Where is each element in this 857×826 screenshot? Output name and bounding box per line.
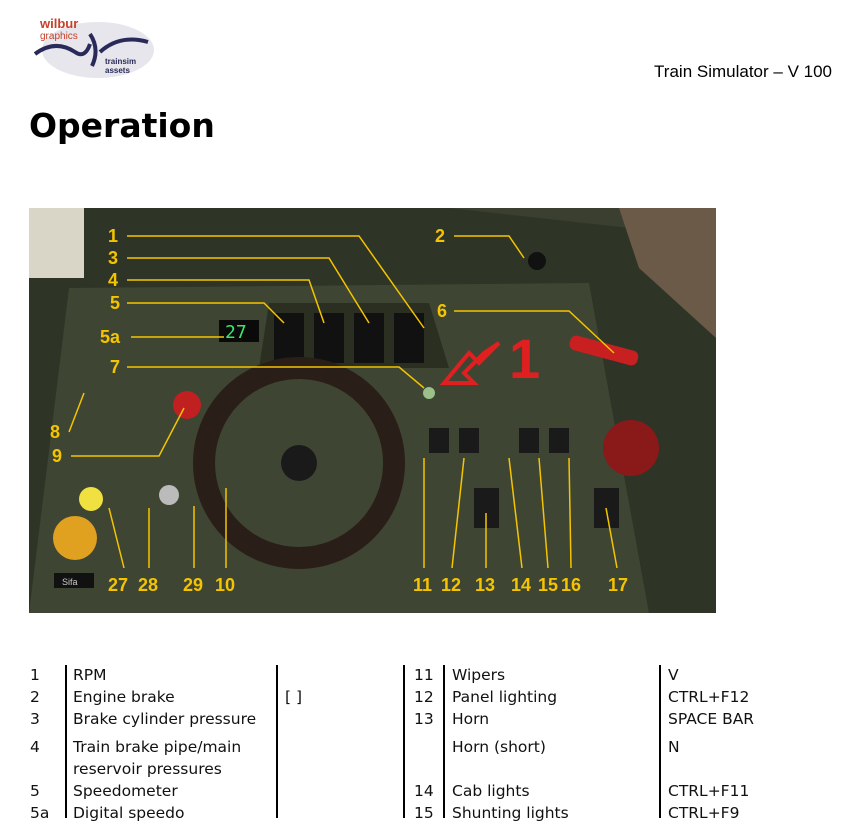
table-divider (403, 665, 405, 818)
item-number: 12 (414, 688, 434, 706)
logo-text: graphics (40, 31, 78, 42)
arrow-number: 1 (509, 327, 540, 390)
item-name: Shunting lights (452, 804, 569, 822)
item-key: N (668, 738, 680, 756)
callout-label: 15 (538, 575, 558, 595)
item-number: 13 (414, 710, 434, 728)
item-name: Engine brake (73, 688, 175, 706)
item-name: Horn (short) (452, 738, 546, 756)
item-number: 5a (30, 804, 50, 822)
digital-speedo-readout: 27 (225, 322, 247, 343)
table-divider (65, 665, 67, 818)
callout-label: 7 (110, 357, 120, 377)
callout-label: 8 (50, 422, 60, 442)
table-row: 4 Train brake pipe/main reservoir pressure… (0, 738, 857, 778)
callout-label: 9 (52, 446, 62, 466)
logo-text: wilbur (39, 16, 78, 31)
item-key: [ ] (285, 688, 303, 706)
item-name: Digital speedo (73, 804, 185, 822)
callout-label: 1 (108, 226, 118, 246)
item-name: Panel lighting (452, 688, 558, 706)
item-name: Cab lights (452, 782, 530, 800)
item-number: 1 (30, 666, 40, 684)
callout-label: 6 (437, 301, 447, 321)
item-name: Speedometer (73, 782, 178, 800)
table-row: 1 RPM 11 Wipers V (0, 666, 857, 688)
callout-label: 14 (511, 575, 531, 595)
item-key: CTRL+F9 (668, 804, 740, 822)
callout-label: 4 (108, 270, 118, 290)
page-title: Operation (29, 106, 215, 145)
callout-label: 17 (608, 575, 628, 595)
logo-text: trainsim (105, 57, 136, 66)
callout-label: 3 (108, 248, 118, 268)
item-name: RPM (73, 666, 107, 684)
item-number: 2 (30, 688, 40, 706)
callout-label: 28 (138, 575, 158, 595)
table-row: 5a Digital speedo 15 Shunting lights CTRL+F… (0, 804, 857, 826)
callout-label: 13 (475, 575, 495, 595)
callout-label: 2 (435, 226, 445, 246)
item-number: 14 (414, 782, 434, 800)
table-divider (443, 665, 445, 818)
wilbur-graphics-logo: wilbur graphics trainsim assets (30, 14, 155, 80)
table-divider (276, 665, 278, 818)
sifa-plate: Sifa (62, 577, 78, 587)
item-number: 15 (414, 804, 434, 822)
item-number: 11 (414, 666, 434, 684)
item-name: Brake cylinder pressure (73, 710, 257, 728)
document-header: Train Simulator – V 100 (654, 62, 832, 81)
table-row: 5 Speedometer 14 Cab lights CTRL+F11 (0, 782, 857, 804)
callout-label: 11 (413, 575, 432, 595)
table-divider (659, 665, 661, 818)
item-number: 4 (30, 738, 40, 756)
callout-label: 10 (215, 575, 235, 595)
item-name: Horn (452, 710, 490, 728)
table-row: 2 Engine brake [ ] 12 Panel lighting CTRL+F1… (0, 688, 857, 710)
item-name: Train brake pipe/main (73, 738, 242, 756)
callout-label: 5 (110, 293, 120, 313)
item-name: Wipers (452, 666, 506, 684)
item-key: SPACE BAR (668, 710, 755, 728)
item-key: V (668, 666, 679, 684)
callout-label: 27 (108, 575, 128, 595)
item-number: 3 (30, 710, 40, 728)
item-name: reservoir pressures (73, 760, 222, 778)
item-key: CTRL+F11 (668, 782, 750, 800)
callout-label: 12 (441, 575, 461, 595)
logo-text: assets (105, 66, 130, 75)
callout-label: 16 (561, 575, 581, 595)
callout-label: 5a (100, 327, 121, 347)
table-row: 3 Brake cylinder pressure 13 Horn SPACE BAR (0, 710, 857, 732)
item-number: 5 (30, 782, 40, 800)
cab-screenshot: 27 Sifa 1 1 2 (29, 208, 716, 613)
callout-label: 29 (183, 575, 203, 595)
item-key: CTRL+F12 (668, 688, 750, 706)
